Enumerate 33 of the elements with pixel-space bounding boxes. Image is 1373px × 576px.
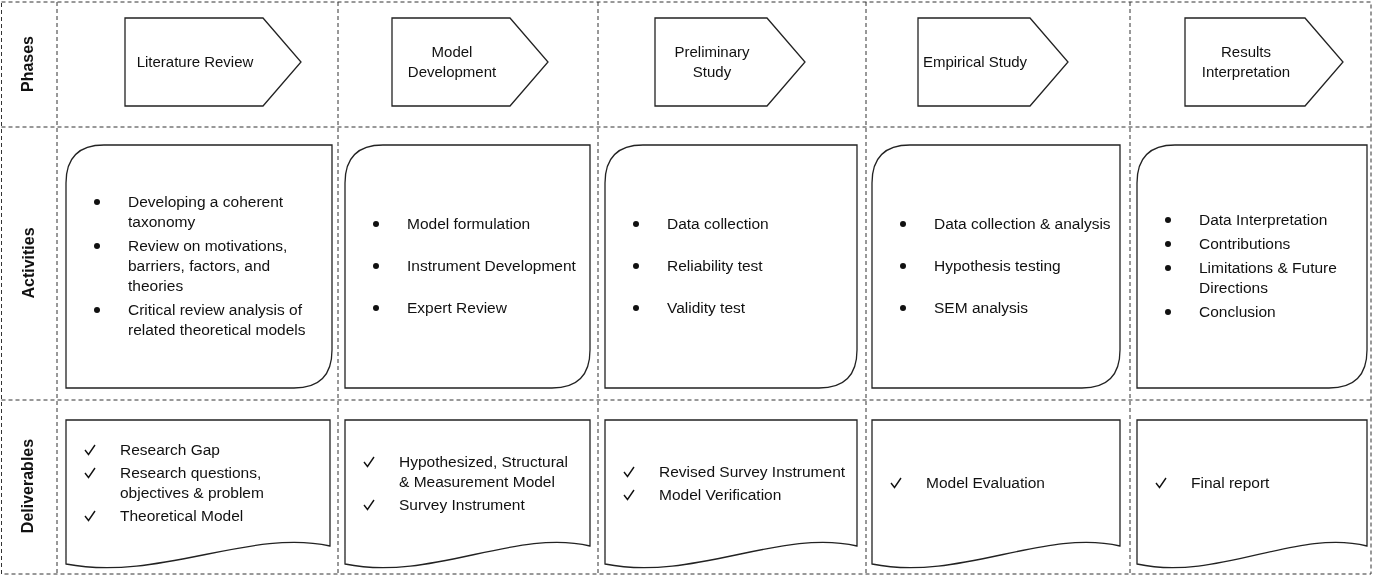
- list-item-text: Contributions: [1199, 234, 1291, 252]
- list-item-text: Hypothesized, Structural & Measurement Model: [399, 452, 568, 490]
- list-item-text: SEM analysis: [934, 298, 1028, 316]
- list-item-text: Critical review analysis of related theoretical models: [128, 300, 306, 338]
- phase-title: Results Interpretation: [1200, 42, 1292, 82]
- list-item-text: Model Verification: [659, 485, 782, 503]
- list-item-text: Research questions, objectives & problem: [120, 464, 264, 501]
- list-item-text: Limitations & Future Directions: [1199, 258, 1337, 296]
- list-item-text: Final report: [1191, 474, 1270, 491]
- list-item-text: Reliability test: [667, 256, 763, 274]
- list-item-text: Survey Instrument: [399, 495, 525, 513]
- phase-title: Literature Review: [136, 52, 254, 72]
- list-item-text: Instrument Development: [407, 256, 576, 274]
- list-item-text: Revised Survey Instrument: [659, 462, 846, 480]
- row-label: Activities: [19, 226, 38, 299]
- list-item-text: Data collection & analysis: [934, 214, 1111, 232]
- phase-title: Empirical Study: [922, 52, 1028, 72]
- list-item-text: Review on motivations, barriers, factors, and theories: [128, 236, 288, 294]
- phase-title: Preliminary Study: [673, 42, 751, 82]
- list-item-text: Data Interpretation: [1199, 210, 1328, 228]
- row-label: Deliverables: [19, 438, 38, 534]
- list-item-text: Conclusion: [1199, 302, 1276, 320]
- phase-title: Model Development: [406, 42, 498, 82]
- list-item-text: Validity test: [667, 298, 746, 316]
- list-item-text: Model formulation: [407, 214, 531, 232]
- list-item-text: Expert Review: [407, 298, 507, 316]
- list-item-text: Theoretical Model: [120, 507, 244, 524]
- list-item-text: Research Gap: [120, 441, 220, 458]
- list-item-text: Data collection: [667, 214, 769, 232]
- row-label: Phases: [19, 35, 37, 92]
- list-item-text: Developing a coherent taxonomy: [128, 192, 284, 230]
- list-item-text: Model Evaluation: [926, 474, 1045, 491]
- list-item-text: Hypothesis testing: [934, 256, 1061, 274]
